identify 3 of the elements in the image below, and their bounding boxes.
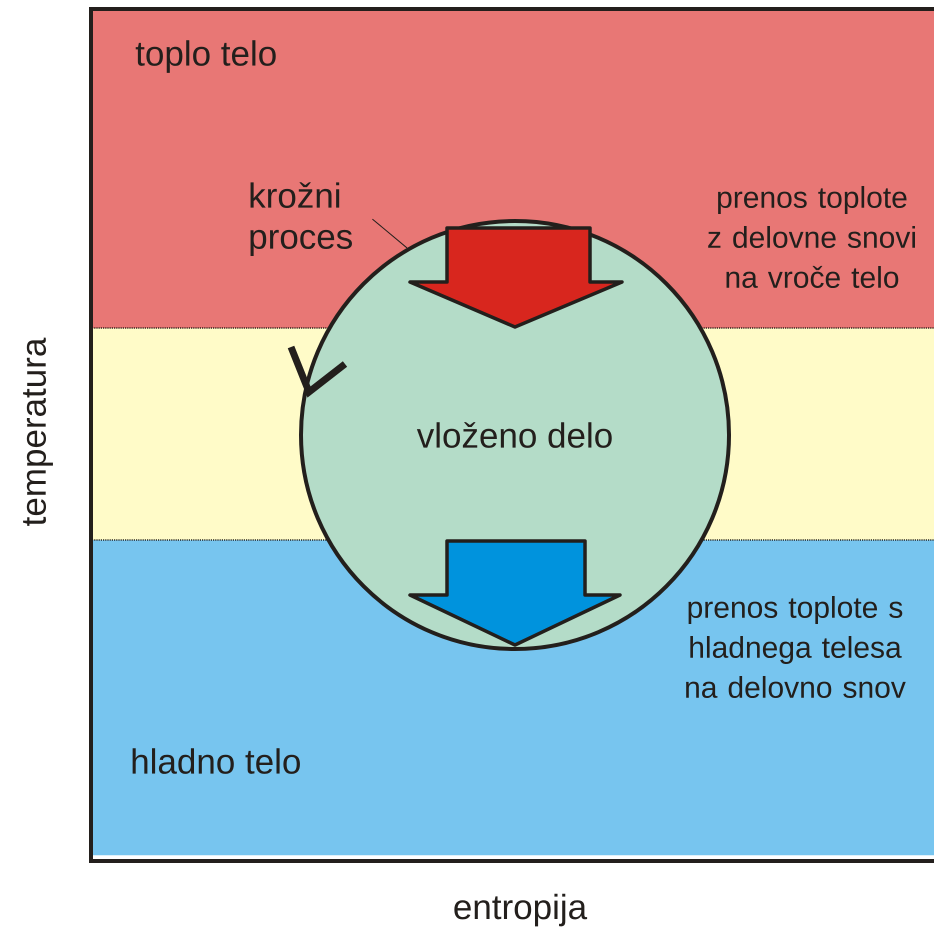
axis-label: temperatura — [23, 338, 53, 526]
axis-label: entropija — [454, 894, 588, 926]
leader-line — [372, 218, 408, 248]
